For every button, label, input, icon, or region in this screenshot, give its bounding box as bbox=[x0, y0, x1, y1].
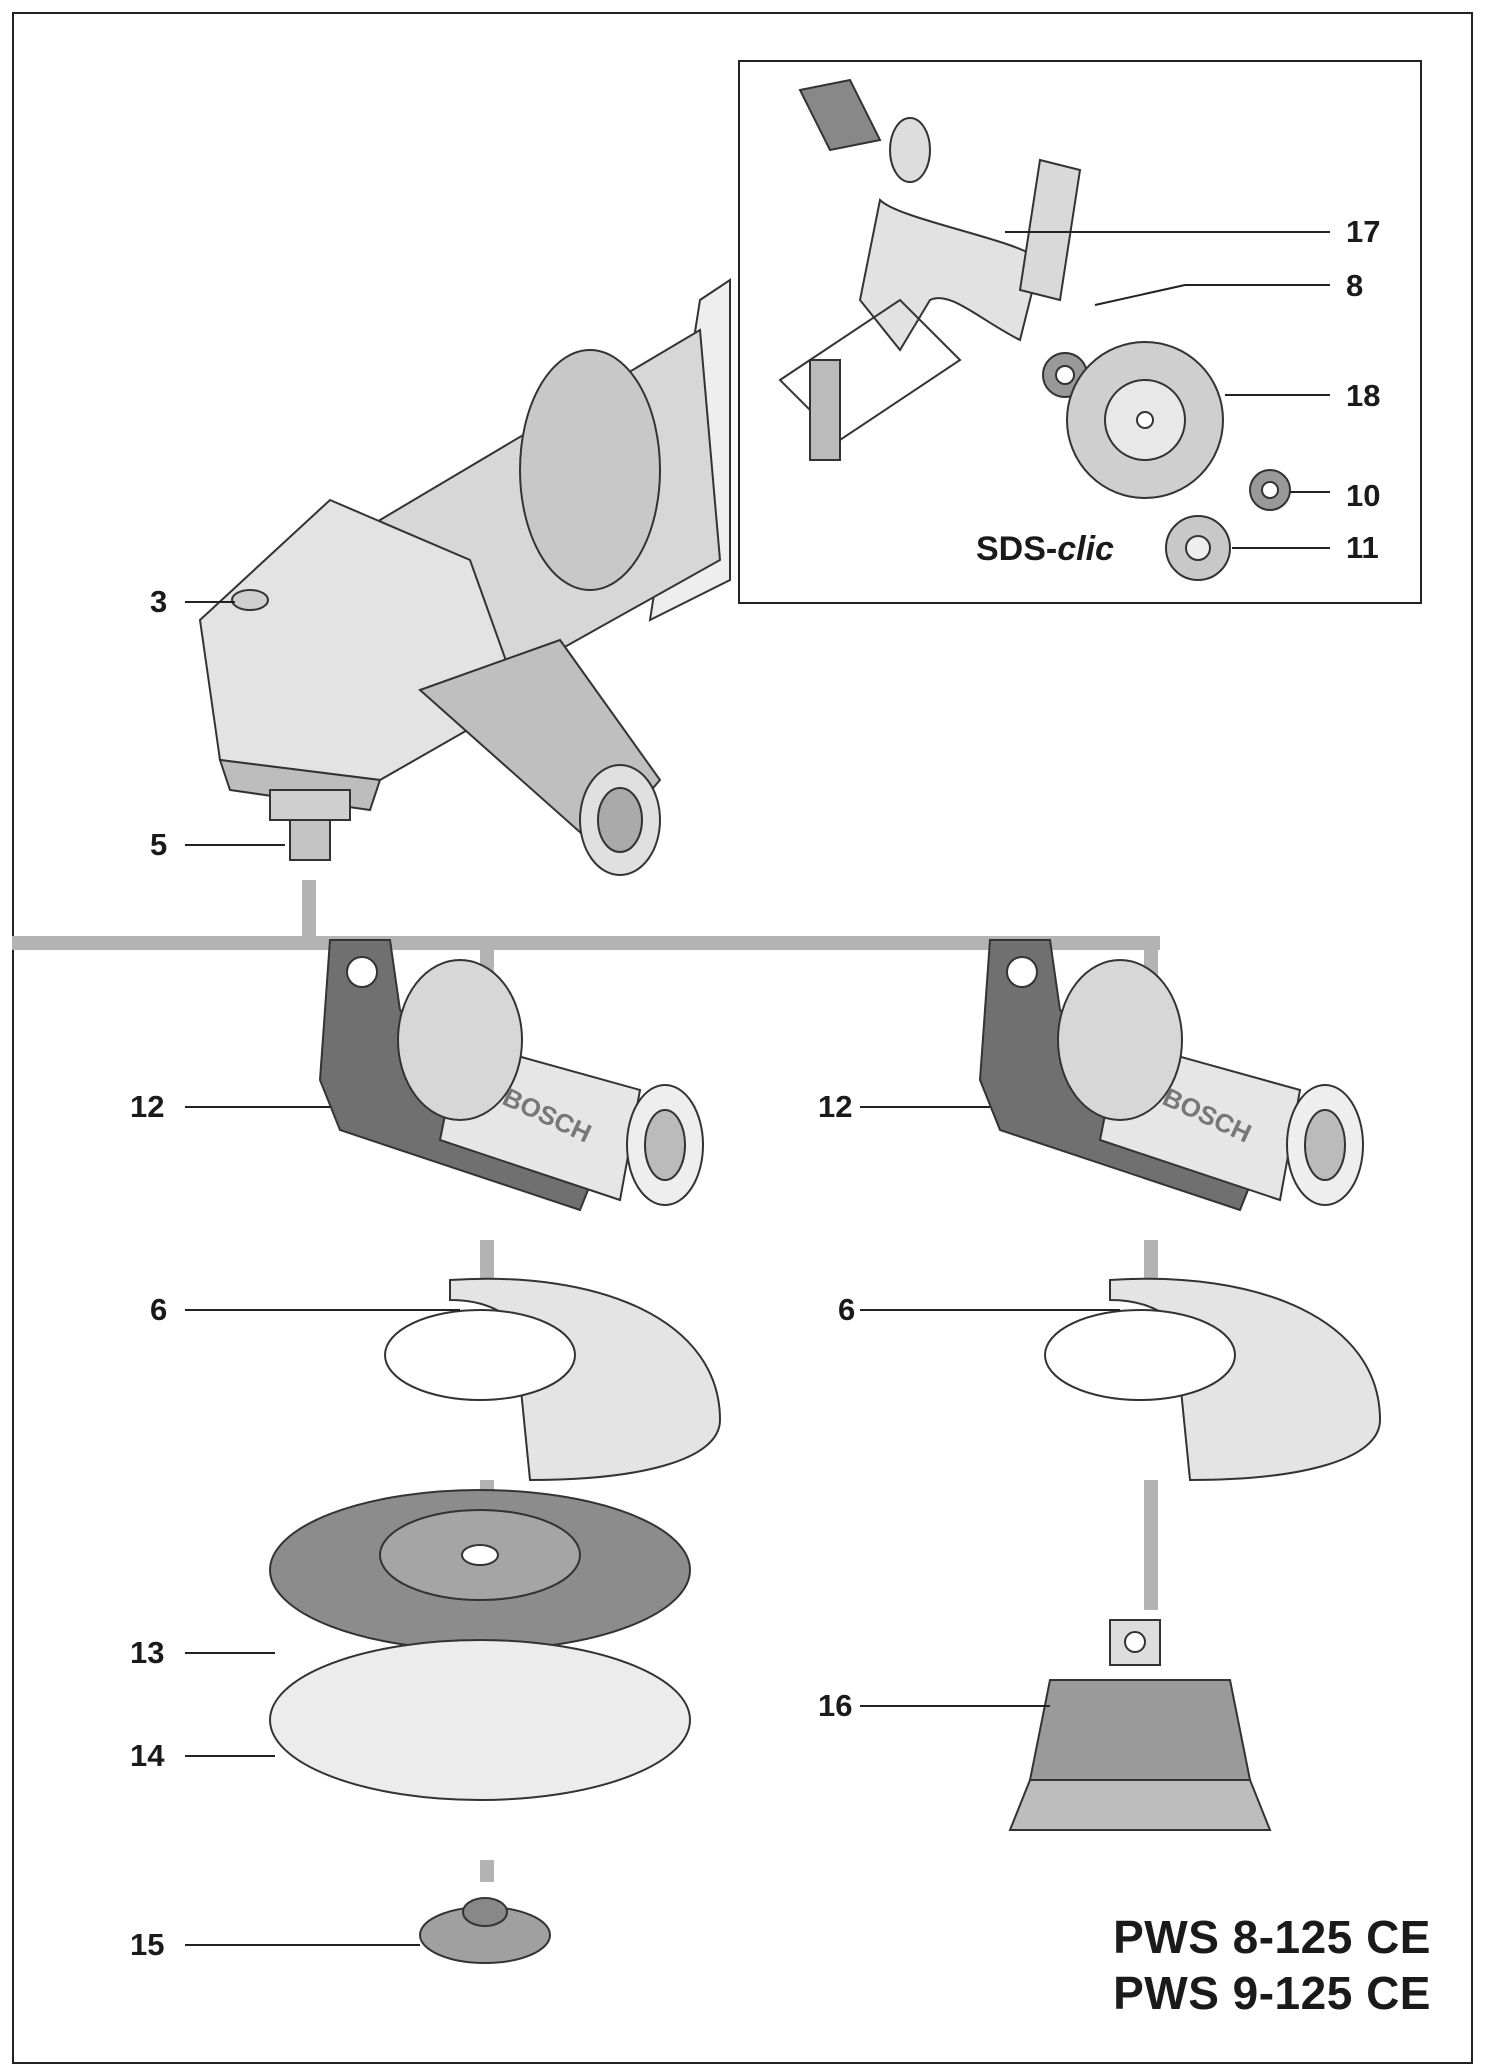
right-accessory-stack bbox=[978, 939, 1382, 1831]
sds-prefix: SDS- bbox=[976, 530, 1058, 568]
model-name-2: PWS 9-125 CE bbox=[1113, 1967, 1431, 2019]
callout-8: 8 bbox=[1346, 268, 1364, 303]
callout-11: 11 bbox=[1346, 530, 1379, 565]
callout-13: 13 bbox=[130, 1635, 165, 1670]
callout-16: 16 bbox=[818, 1688, 853, 1723]
inset-cutting-guard-panel bbox=[738, 60, 1422, 604]
callout-10: 10 bbox=[1346, 478, 1381, 513]
sds-suffix: clic bbox=[1057, 530, 1114, 568]
callout-5: 5 bbox=[150, 827, 168, 862]
model-name-1: PWS 8-125 CE bbox=[1113, 1911, 1431, 1963]
inset-cutting-assembly bbox=[778, 78, 1291, 581]
callout-leader-lines bbox=[185, 231, 1330, 1946]
callout-6-right: 6 bbox=[838, 1292, 856, 1327]
page-frame bbox=[12, 12, 1473, 2064]
left-accessory-stack bbox=[269, 939, 722, 1964]
callout-6-left: 6 bbox=[150, 1292, 168, 1327]
callout-17: 17 bbox=[1346, 214, 1381, 249]
callout-15: 15 bbox=[130, 1927, 165, 1962]
callout-3: 3 bbox=[150, 584, 168, 619]
callout-12-right: 12 bbox=[818, 1089, 853, 1124]
angle-grinder bbox=[198, 278, 731, 876]
sds-clic-label: SDS-clic bbox=[976, 530, 1114, 569]
callout-18: 18 bbox=[1346, 378, 1381, 413]
callout-12-left: 12 bbox=[130, 1089, 165, 1124]
callout-14: 14 bbox=[130, 1738, 165, 1773]
